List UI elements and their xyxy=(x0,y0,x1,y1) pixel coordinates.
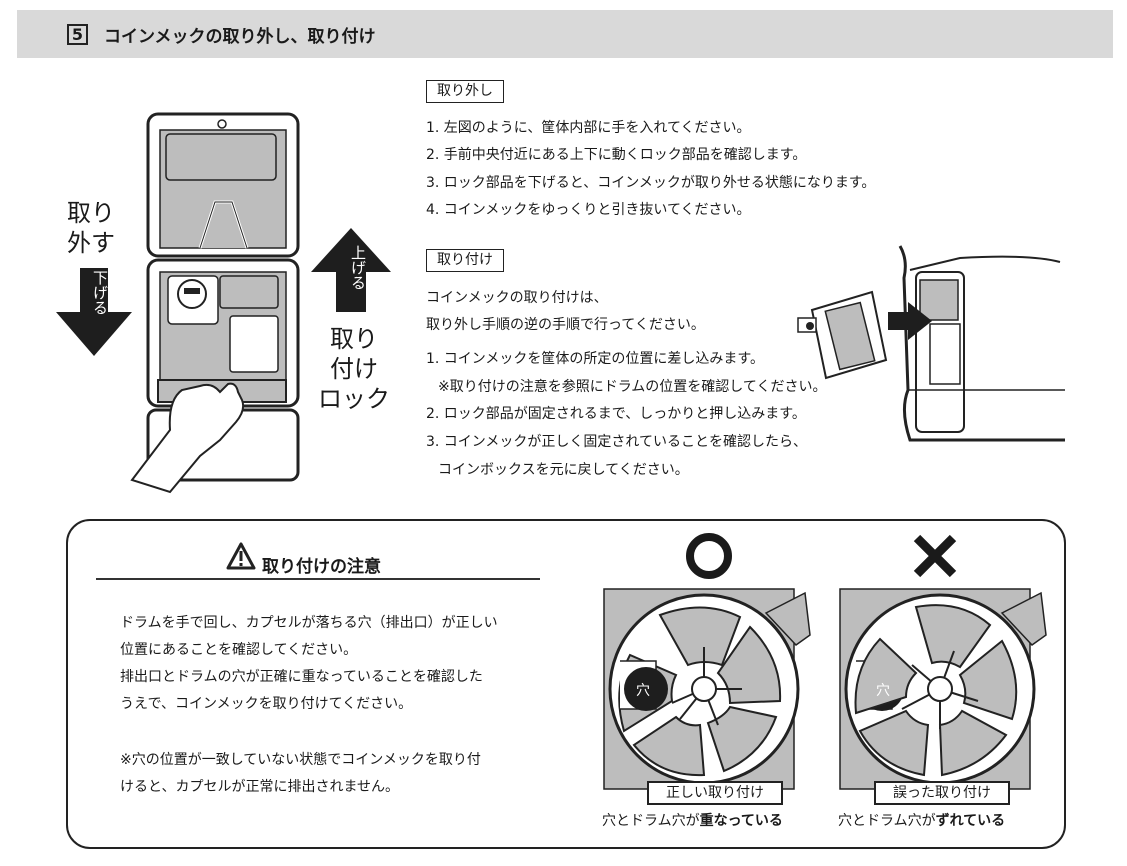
installation-intro: コインメックの取り付けは、 xyxy=(426,290,608,306)
removal-step: 1. 左図のように、筐体内部に手を入れてください。 xyxy=(426,120,751,136)
correct-caption-prefix: 穴とドラム穴が xyxy=(602,813,700,829)
caution-text-line: けると、カプセルが正常に排出されません。 xyxy=(120,779,400,795)
section-number: 5 xyxy=(67,24,88,45)
incorrect-install-tag: 誤った取り付け xyxy=(874,781,1010,805)
correct-install-tag: 正しい取り付け xyxy=(647,781,783,805)
correct-caption-emphasis: 重なっている xyxy=(699,813,783,829)
removal-step: 3. ロック部品を下げると、コインメックが取り外せる状態になります。 xyxy=(426,175,876,191)
removal-heading: 取り外し xyxy=(426,80,504,103)
install-label-line2: 付け xyxy=(330,355,378,383)
circle-mark-icon xyxy=(686,533,732,579)
caution-text-line: ※穴の位置が一致していない状態でコインメックを取り付 xyxy=(120,752,481,768)
drum-correct-illustration xyxy=(603,588,811,790)
remove-label-line2: 外す xyxy=(67,229,115,257)
installation-note: ※取り付けの注意を参照にドラムの位置を確認してください。 xyxy=(438,379,827,395)
caution-text-line: うえで、コインメックを取り付けてください。 xyxy=(120,696,413,712)
machine-front-illustration xyxy=(56,112,391,494)
installation-heading: 取り付け xyxy=(426,249,504,272)
down-arrow-text: 下げる xyxy=(91,270,109,315)
installation-step: 1. コインメックを筐体の所定の位置に差し込みます。 xyxy=(426,351,764,367)
incorrect-caption-emphasis: ずれている xyxy=(935,813,1006,829)
caution-text-line: 排出口とドラムの穴が正確に重なっていることを確認した xyxy=(120,669,483,685)
removal-step: 4. コインメックをゆっくりと引き抜いてください。 xyxy=(426,202,751,218)
removal-step: 2. 手前中央付近にある上下に動くロック部品を確認します。 xyxy=(426,147,807,163)
install-lock-label: 取り 付け ロック xyxy=(315,324,393,414)
installation-intro: 取り外し手順の逆の手順で行ってください。 xyxy=(426,317,705,333)
drum-incorrect-illustration xyxy=(839,588,1047,790)
installation-step: コインボックスを元に戻してください。 xyxy=(438,462,689,478)
caution-text-line: 位置にあることを確認してください。 xyxy=(120,642,358,658)
up-arrow-text: 上げる xyxy=(349,245,367,290)
section-header-band xyxy=(17,10,1113,58)
coinmech-insert-illustration xyxy=(797,245,1065,442)
remove-label-line1: 取り xyxy=(67,199,115,227)
hole-label-correct: 穴 xyxy=(636,683,650,699)
caution-title-underline xyxy=(96,578,540,580)
warning-triangle-icon xyxy=(226,542,256,570)
incorrect-caption: 穴とドラム穴がずれている xyxy=(838,812,1005,830)
caution-title: 取り付けの注意 xyxy=(262,557,381,577)
correct-caption: 穴とドラム穴が重なっている xyxy=(602,812,783,830)
install-label-line1: 取り xyxy=(330,325,378,353)
caution-text-line: ドラムを手で回し、カプセルが落ちる穴（排出口）が正しい xyxy=(120,615,498,631)
install-label-line3: ロック xyxy=(318,385,390,413)
caution-panel xyxy=(66,519,1066,849)
installation-step: 2. ロック部品が固定されるまで、しっかりと押し込みます。 xyxy=(426,406,806,422)
hole-label-incorrect: 穴 xyxy=(876,683,890,699)
remove-label: 取り 外す xyxy=(58,198,124,258)
incorrect-caption-prefix: 穴とドラム穴が xyxy=(838,813,936,829)
section-title: コインメックの取り外し、取り付け xyxy=(104,27,376,47)
cross-mark-icon xyxy=(913,534,957,578)
installation-step: 3. コインメックが正しく固定されていることを確認したら、 xyxy=(426,434,807,450)
